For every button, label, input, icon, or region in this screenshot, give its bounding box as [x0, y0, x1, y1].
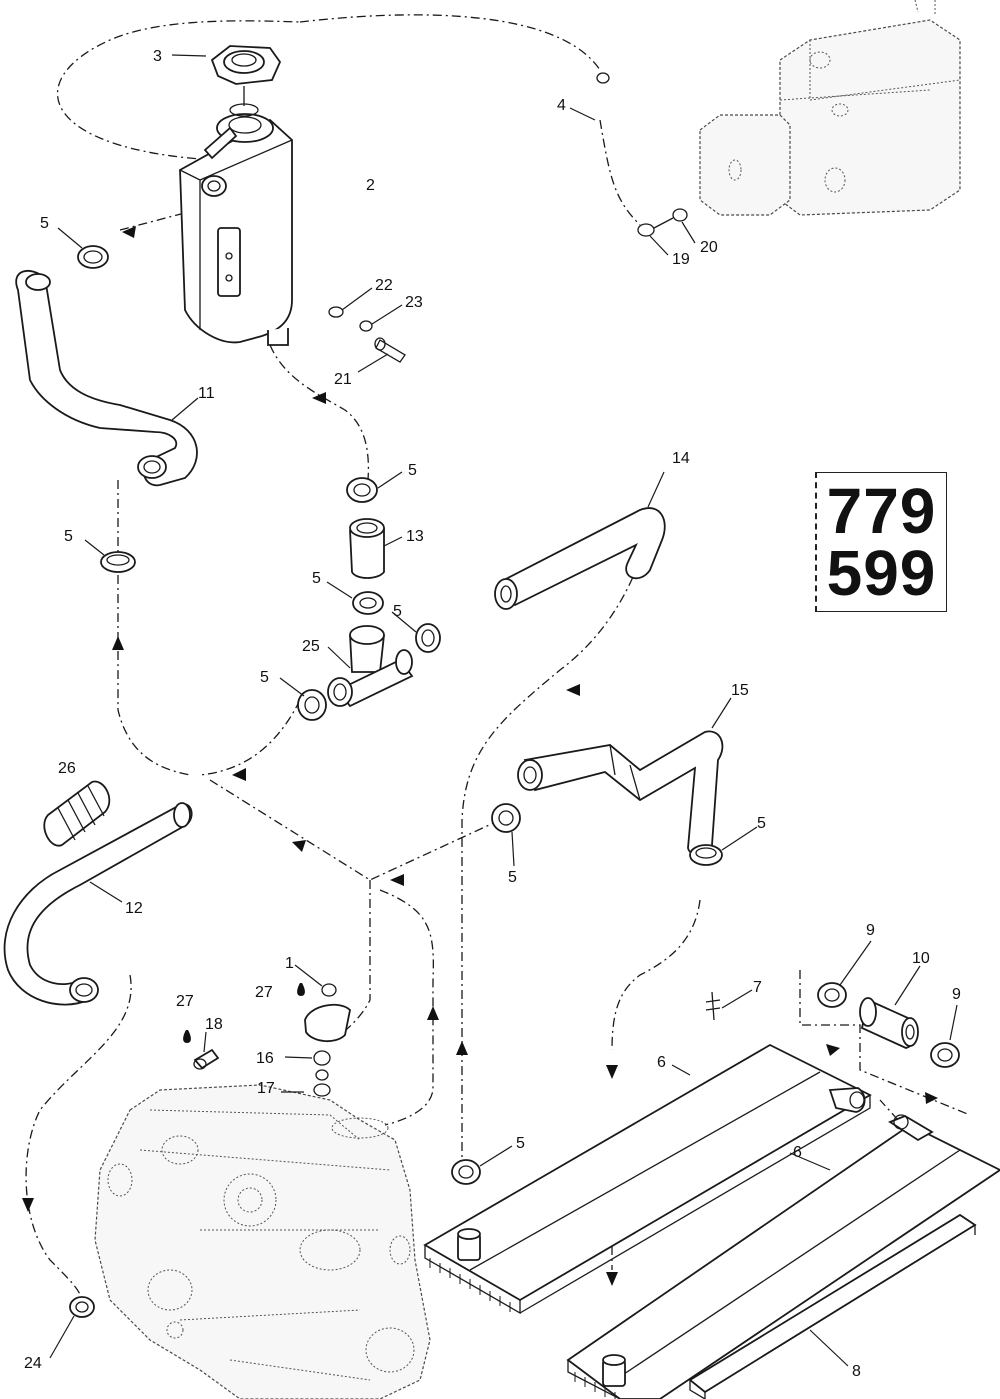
callout-16: 16 — [256, 1050, 274, 1067]
engine-head-top — [596, 0, 961, 216]
flow-arrow — [232, 768, 246, 781]
callout-5: 5 — [408, 462, 417, 479]
radiator-upper — [423, 1043, 872, 1315]
callout-labels: 1 2 3 4 5 5 5 5 5 5 5 5 5 6 6 7 8 9 9 10… — [24, 48, 961, 1380]
callout-14: 14 — [672, 450, 690, 467]
flow-arrow — [925, 1092, 938, 1104]
fitting-19-20 — [637, 208, 688, 237]
reference-number-bottom: 599 — [826, 537, 937, 609]
flow-arrow — [427, 1006, 439, 1020]
callout-18: 18 — [205, 1016, 223, 1033]
callout-5: 5 — [757, 815, 766, 832]
callout-23: 23 — [405, 294, 423, 311]
hose-15 — [517, 730, 724, 857]
callout-5: 5 — [260, 669, 269, 686]
callout-26: 26 — [58, 760, 76, 777]
callout-27: 27 — [255, 984, 273, 1001]
callout-5: 5 — [508, 869, 517, 886]
callout-1: 1 — [285, 955, 294, 972]
flow-lines — [25, 14, 971, 1301]
hose-26 — [43, 780, 111, 847]
callout-15: 15 — [731, 682, 749, 699]
callout-5: 5 — [393, 603, 402, 620]
flow-arrows — [22, 226, 938, 1286]
callout-8: 8 — [852, 1363, 861, 1380]
flow-arrow — [292, 840, 306, 852]
clamp-9 — [817, 982, 847, 1008]
sealant-drop-icon — [183, 983, 305, 1043]
coolant-tank — [179, 113, 293, 346]
callout-4: 4 — [557, 97, 566, 114]
clamp — [352, 591, 384, 615]
callout-20: 20 — [700, 239, 718, 256]
radiator-lower — [566, 1114, 1000, 1399]
callout-9: 9 — [952, 986, 961, 1003]
leader-lines — [49, 54, 958, 1367]
hose-14 — [494, 507, 666, 610]
callout-10: 10 — [912, 950, 930, 967]
hose-11 — [15, 269, 198, 487]
reference-number-top: 779 — [826, 475, 937, 547]
callout-3: 3 — [153, 48, 162, 65]
flow-arrow — [456, 1041, 468, 1055]
flow-arrow — [112, 636, 124, 650]
callout-5: 5 — [516, 1135, 525, 1152]
callout-21: 21 — [334, 371, 352, 388]
flow-arrow — [606, 1272, 618, 1286]
callout-19: 19 — [672, 251, 690, 268]
flow-arrow — [312, 392, 326, 404]
clamp — [451, 1159, 481, 1185]
clamp — [297, 689, 327, 721]
callout-9: 9 — [866, 922, 875, 939]
sensor-18 — [193, 1048, 220, 1070]
callout-12: 12 — [125, 900, 143, 917]
callout-27: 27 — [176, 993, 194, 1010]
callout-7: 7 — [753, 979, 762, 996]
callout-11: 11 — [198, 385, 215, 402]
callout-5: 5 — [64, 528, 73, 545]
flow-arrow — [122, 226, 136, 238]
flow-arrow — [22, 1198, 34, 1212]
callout-25: 25 — [302, 638, 320, 655]
protector-strip-8 — [688, 1213, 977, 1399]
clamp — [346, 477, 378, 503]
hose-12 — [3, 802, 193, 1006]
hose-10 — [859, 997, 919, 1049]
fitting-1-16 — [304, 983, 351, 1097]
clamp — [415, 623, 441, 653]
callout-6: 6 — [657, 1054, 666, 1071]
pressure-cap — [210, 45, 282, 117]
callout-2: 2 — [366, 177, 375, 194]
clamp — [491, 803, 521, 833]
flow-arrow — [826, 1044, 840, 1056]
callout-5: 5 — [40, 215, 49, 232]
fitting-22-23-21 — [328, 306, 406, 363]
callout-17: 17 — [257, 1080, 275, 1097]
clamp — [77, 245, 109, 269]
engine-block — [94, 1084, 431, 1399]
callout-5: 5 — [312, 570, 321, 587]
flow-arrow — [390, 874, 404, 886]
callout-13: 13 — [406, 528, 424, 545]
callout-6: 6 — [793, 1144, 802, 1161]
flow-arrow — [606, 1065, 618, 1079]
tee-fitting-25 — [327, 625, 414, 708]
hose-13 — [349, 518, 385, 579]
screw-7 — [705, 991, 721, 1021]
callout-22: 22 — [375, 277, 393, 294]
clamp — [100, 551, 136, 573]
flow-arrow — [566, 684, 580, 696]
clamp-24 — [69, 1296, 95, 1318]
clamp — [689, 844, 723, 866]
clamp-9 — [930, 1042, 960, 1068]
callout-24: 24 — [24, 1355, 42, 1372]
reference-number-box: 779 599 — [815, 472, 947, 612]
